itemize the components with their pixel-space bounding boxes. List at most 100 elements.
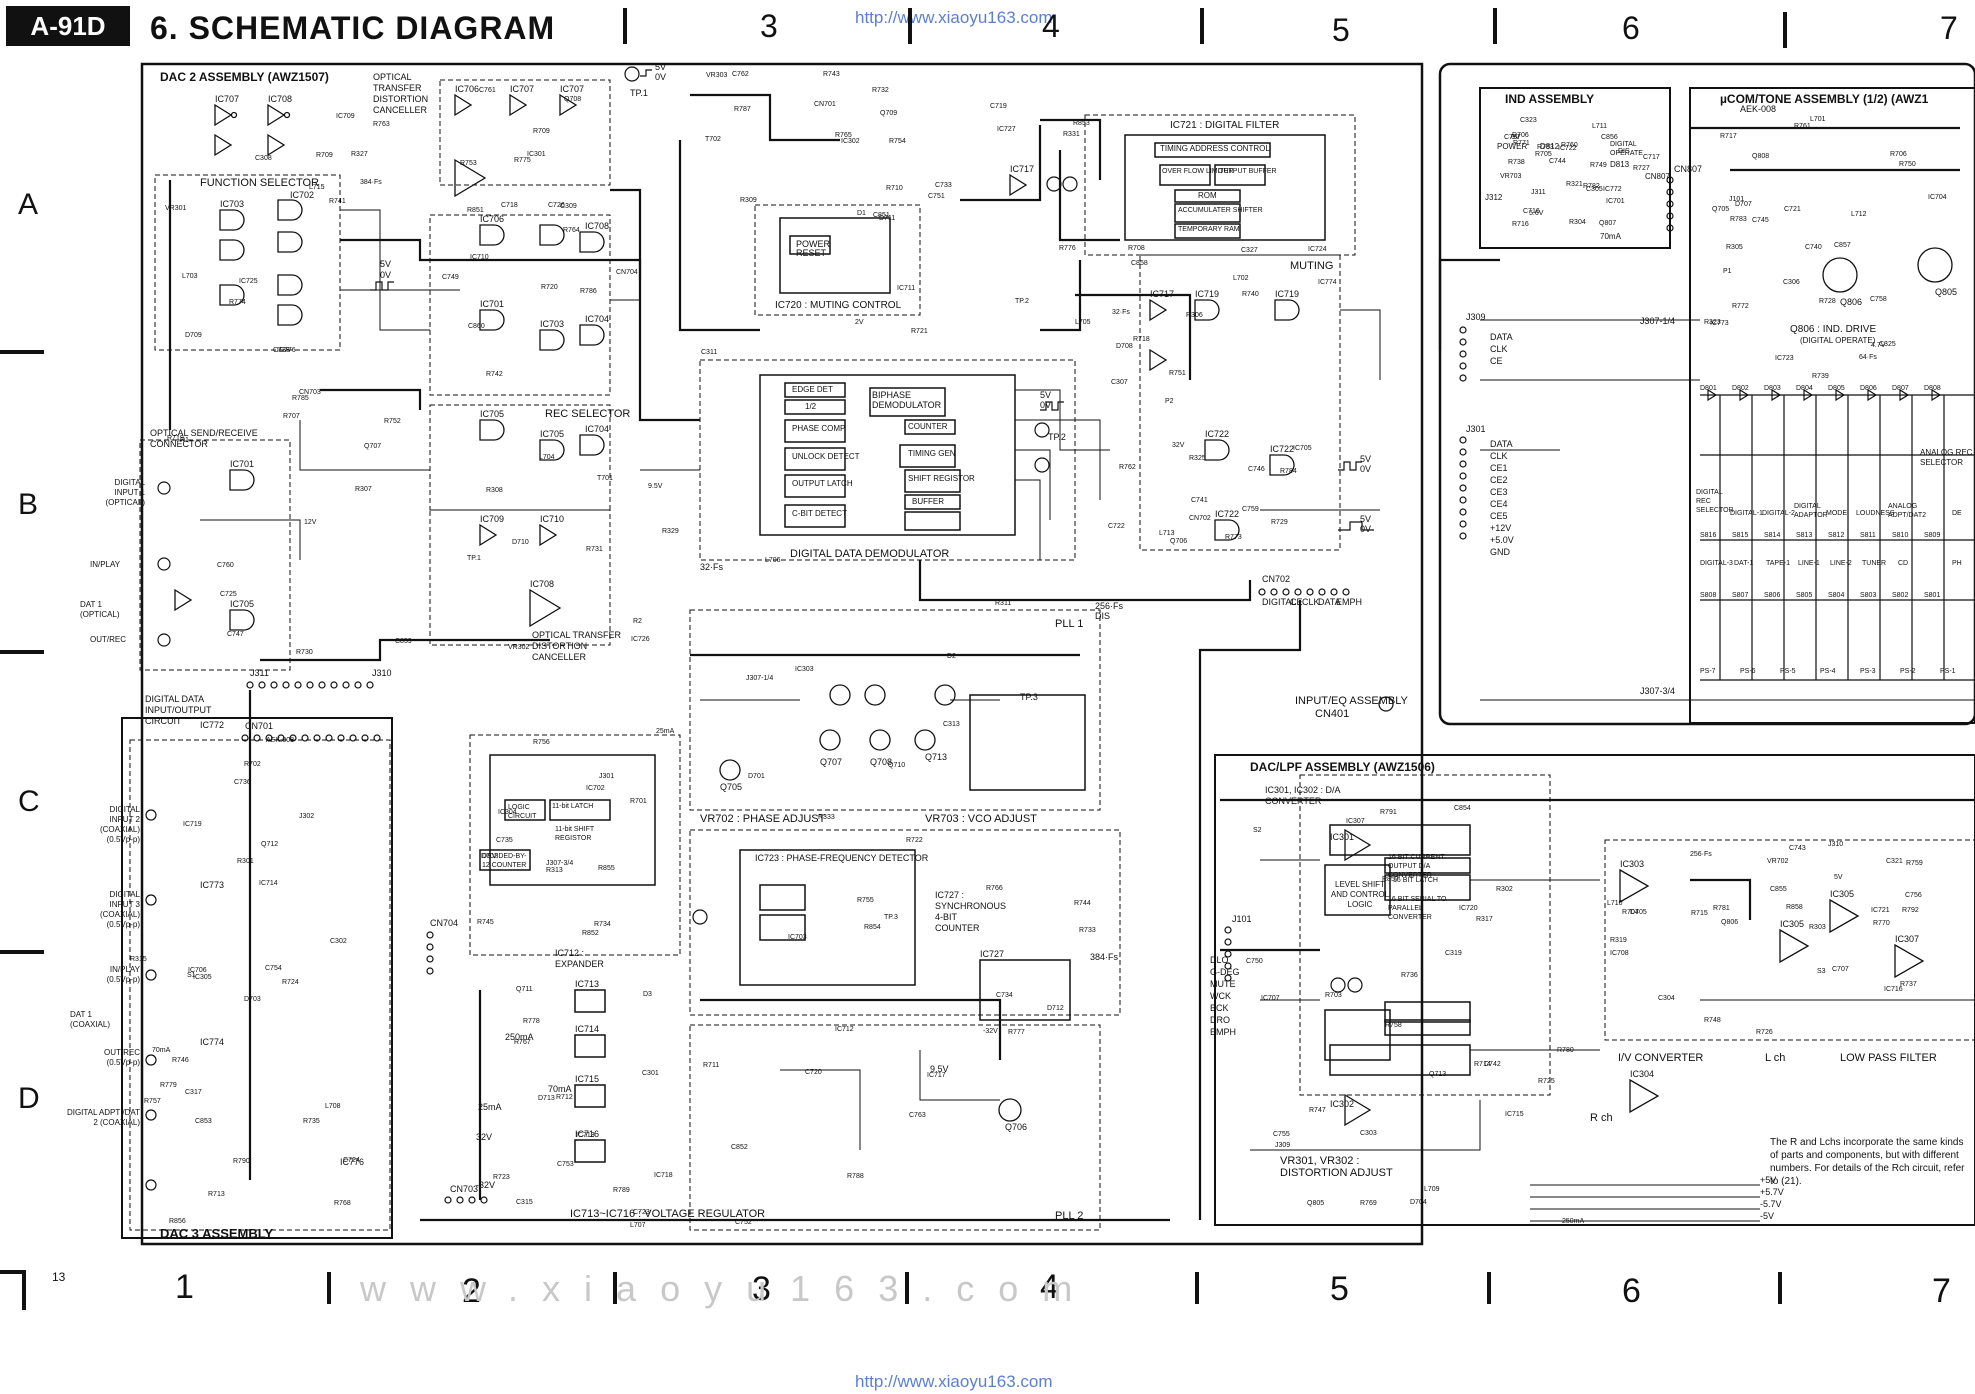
power-led-ref: D812 [1540, 142, 1560, 151]
part-ref-label: L712 [1851, 211, 1867, 218]
pll2-label: PLL 2 [1055, 1210, 1084, 1222]
part-ref-label: R724 [282, 979, 299, 986]
part-ref-label: IC776 [277, 347, 296, 354]
part-ref-label: C718 [501, 202, 518, 209]
part-ref-label: R742 [486, 371, 503, 378]
phase-comp-label: PHASE COMP [792, 424, 846, 433]
footer-number: 2 [462, 1272, 481, 1310]
svg-text:IC307: IC307 [1895, 934, 1919, 944]
part-ref-label: C707 [1832, 966, 1849, 973]
part-ref-label: C757 [1504, 134, 1521, 141]
part-ref-label: VR303 [706, 72, 728, 79]
ic718-box [759, 374, 1016, 536]
part-ref-label: R709 [316, 152, 333, 159]
diode-ref: D806 [1860, 385, 1877, 392]
part-ref-label: C309 [560, 203, 577, 210]
part-ref-label: IC703 [788, 934, 807, 941]
svg-text:MUTE: MUTE [1210, 979, 1236, 989]
logic-circuit-label: LOGIC CIRCUIT [508, 804, 537, 820]
l-ch-label: L ch [1765, 1052, 1786, 1064]
part-ref-label: C306 [1783, 279, 1800, 286]
svg-text:POWER: POWER [796, 239, 831, 249]
part-ref-label: Q711 [516, 986, 533, 993]
optical-send-block [139, 439, 291, 671]
svg-text:25mA: 25mA [478, 1102, 502, 1112]
svg-text:J307-3/4: J307-3/4 [1640, 686, 1675, 696]
svg-text:CE3: CE3 [1490, 487, 1508, 497]
part-ref-label: D2 [947, 653, 956, 660]
part-ref-label: R711 [703, 1062, 719, 1069]
svg-text:Q806: Q806 [1840, 297, 1862, 307]
part-ref-label: Q708 [564, 96, 581, 103]
svg-text:-5.7V: -5.7V [1760, 1199, 1782, 1209]
unlock-label: UNLOCK DETECT [792, 452, 860, 461]
shift11-label: 11-bit SHIFT REGISTOR [555, 826, 595, 842]
regulator-label: IC713~IC716 : VOLTAGE REGULATOR [570, 1208, 766, 1220]
ps-ref: PS-3 [1860, 668, 1876, 675]
part-ref-label: C755 [1273, 1131, 1290, 1138]
part-ref-label: IC720 [1459, 905, 1478, 912]
svg-text:DRO: DRO [1210, 1015, 1230, 1025]
part-ref-label: R705 [1535, 151, 1552, 158]
svg-text:IC705: IC705 [540, 429, 564, 439]
part-ref-label: R317 [1476, 916, 1493, 923]
part-ref-label: IC705 [1293, 445, 1312, 452]
part-ref-label: R856 [169, 1218, 186, 1225]
part-ref-label: D713 [538, 1095, 555, 1102]
part-ref-label: C317 [185, 1089, 202, 1096]
part-ref-label: TP.1 [467, 555, 481, 562]
part-ref-label: 256·Fs [1690, 851, 1712, 858]
ps-ref: PS-7 [1700, 668, 1716, 675]
part-ref-label: CN703 [299, 389, 321, 396]
output-buffer-label: OUTPUT BUFFER [1218, 168, 1277, 175]
part-ref-label: C717 [1643, 154, 1660, 161]
svg-text:0V: 0V [1040, 400, 1051, 410]
part-ref-label: R852 [582, 930, 599, 937]
part-ref-label: C323 [1520, 117, 1537, 124]
power-led-label: POWER [1497, 142, 1528, 151]
part-ref-label: R740 [1242, 291, 1259, 298]
part-ref-label: L711 [1592, 123, 1607, 130]
part-ref-label: C311 [701, 349, 717, 356]
input-eq-assembly-label: INPUT/EQ ASSEMBLY [1295, 695, 1408, 707]
part-ref-label: IC717 [927, 1072, 946, 1079]
footer-number: 3 [752, 1270, 771, 1308]
part-ref-label: AEK-008 [266, 737, 294, 744]
part-ref-label: R780 [1557, 1047, 1574, 1054]
svg-text:DIGITAL: DIGITAL [1262, 597, 1296, 607]
svg-text:TP.3: TP.3 [1020, 692, 1038, 702]
part-ref-label: R769 [1360, 1200, 1377, 1207]
part-ref-label: R736 [1401, 972, 1418, 979]
svg-text:32V: 32V [476, 1132, 492, 1142]
part-ref-label: R710 [886, 185, 903, 192]
r-ch-label: R ch [1590, 1112, 1613, 1124]
ic721-box [1124, 134, 1326, 241]
part-ref-label: T702 [705, 136, 721, 143]
switch-label: TUNER [1862, 560, 1887, 567]
part-ref-label: S2 [1253, 827, 1262, 834]
part-ref-label: R728 [1819, 298, 1836, 305]
svg-text:TP.1: TP.1 [630, 88, 648, 98]
part-ref-label: D711 [879, 215, 895, 222]
part-ref-label: R763 [373, 121, 390, 128]
part-ref-label: R311 [995, 600, 1011, 607]
part-ref-label: D3 [643, 991, 652, 998]
row-letter: B [18, 488, 39, 521]
shift-reg-label: SHIFT REGISTOR [908, 474, 975, 483]
part-ref-label: R783 [1730, 216, 1747, 223]
part-ref-label: R715 [1691, 910, 1708, 917]
svg-text:IC722: IC722 [1205, 429, 1229, 439]
svg-text:5V: 5V [1360, 514, 1371, 524]
svg-text:IC715: IC715 [575, 1074, 599, 1084]
part-ref-label: R785 [292, 395, 309, 402]
muting-control-label: IC720 : MUTING CONTROL [775, 300, 902, 311]
part-ref-label: IC725 [239, 278, 258, 285]
part-ref-label: R714 [1474, 1061, 1491, 1068]
part-ref-label: CN701 [814, 101, 836, 108]
part-ref-label: R725 [1538, 1078, 1555, 1085]
switch-label: ANALOG ADPT/DAT2 [1888, 503, 1926, 519]
part-ref-label: IC708 [1610, 950, 1629, 957]
part-ref-label: C752 [735, 1219, 752, 1226]
part-ref-label: IC707 [1261, 995, 1280, 1002]
part-ref-label: Q710 [888, 762, 905, 769]
